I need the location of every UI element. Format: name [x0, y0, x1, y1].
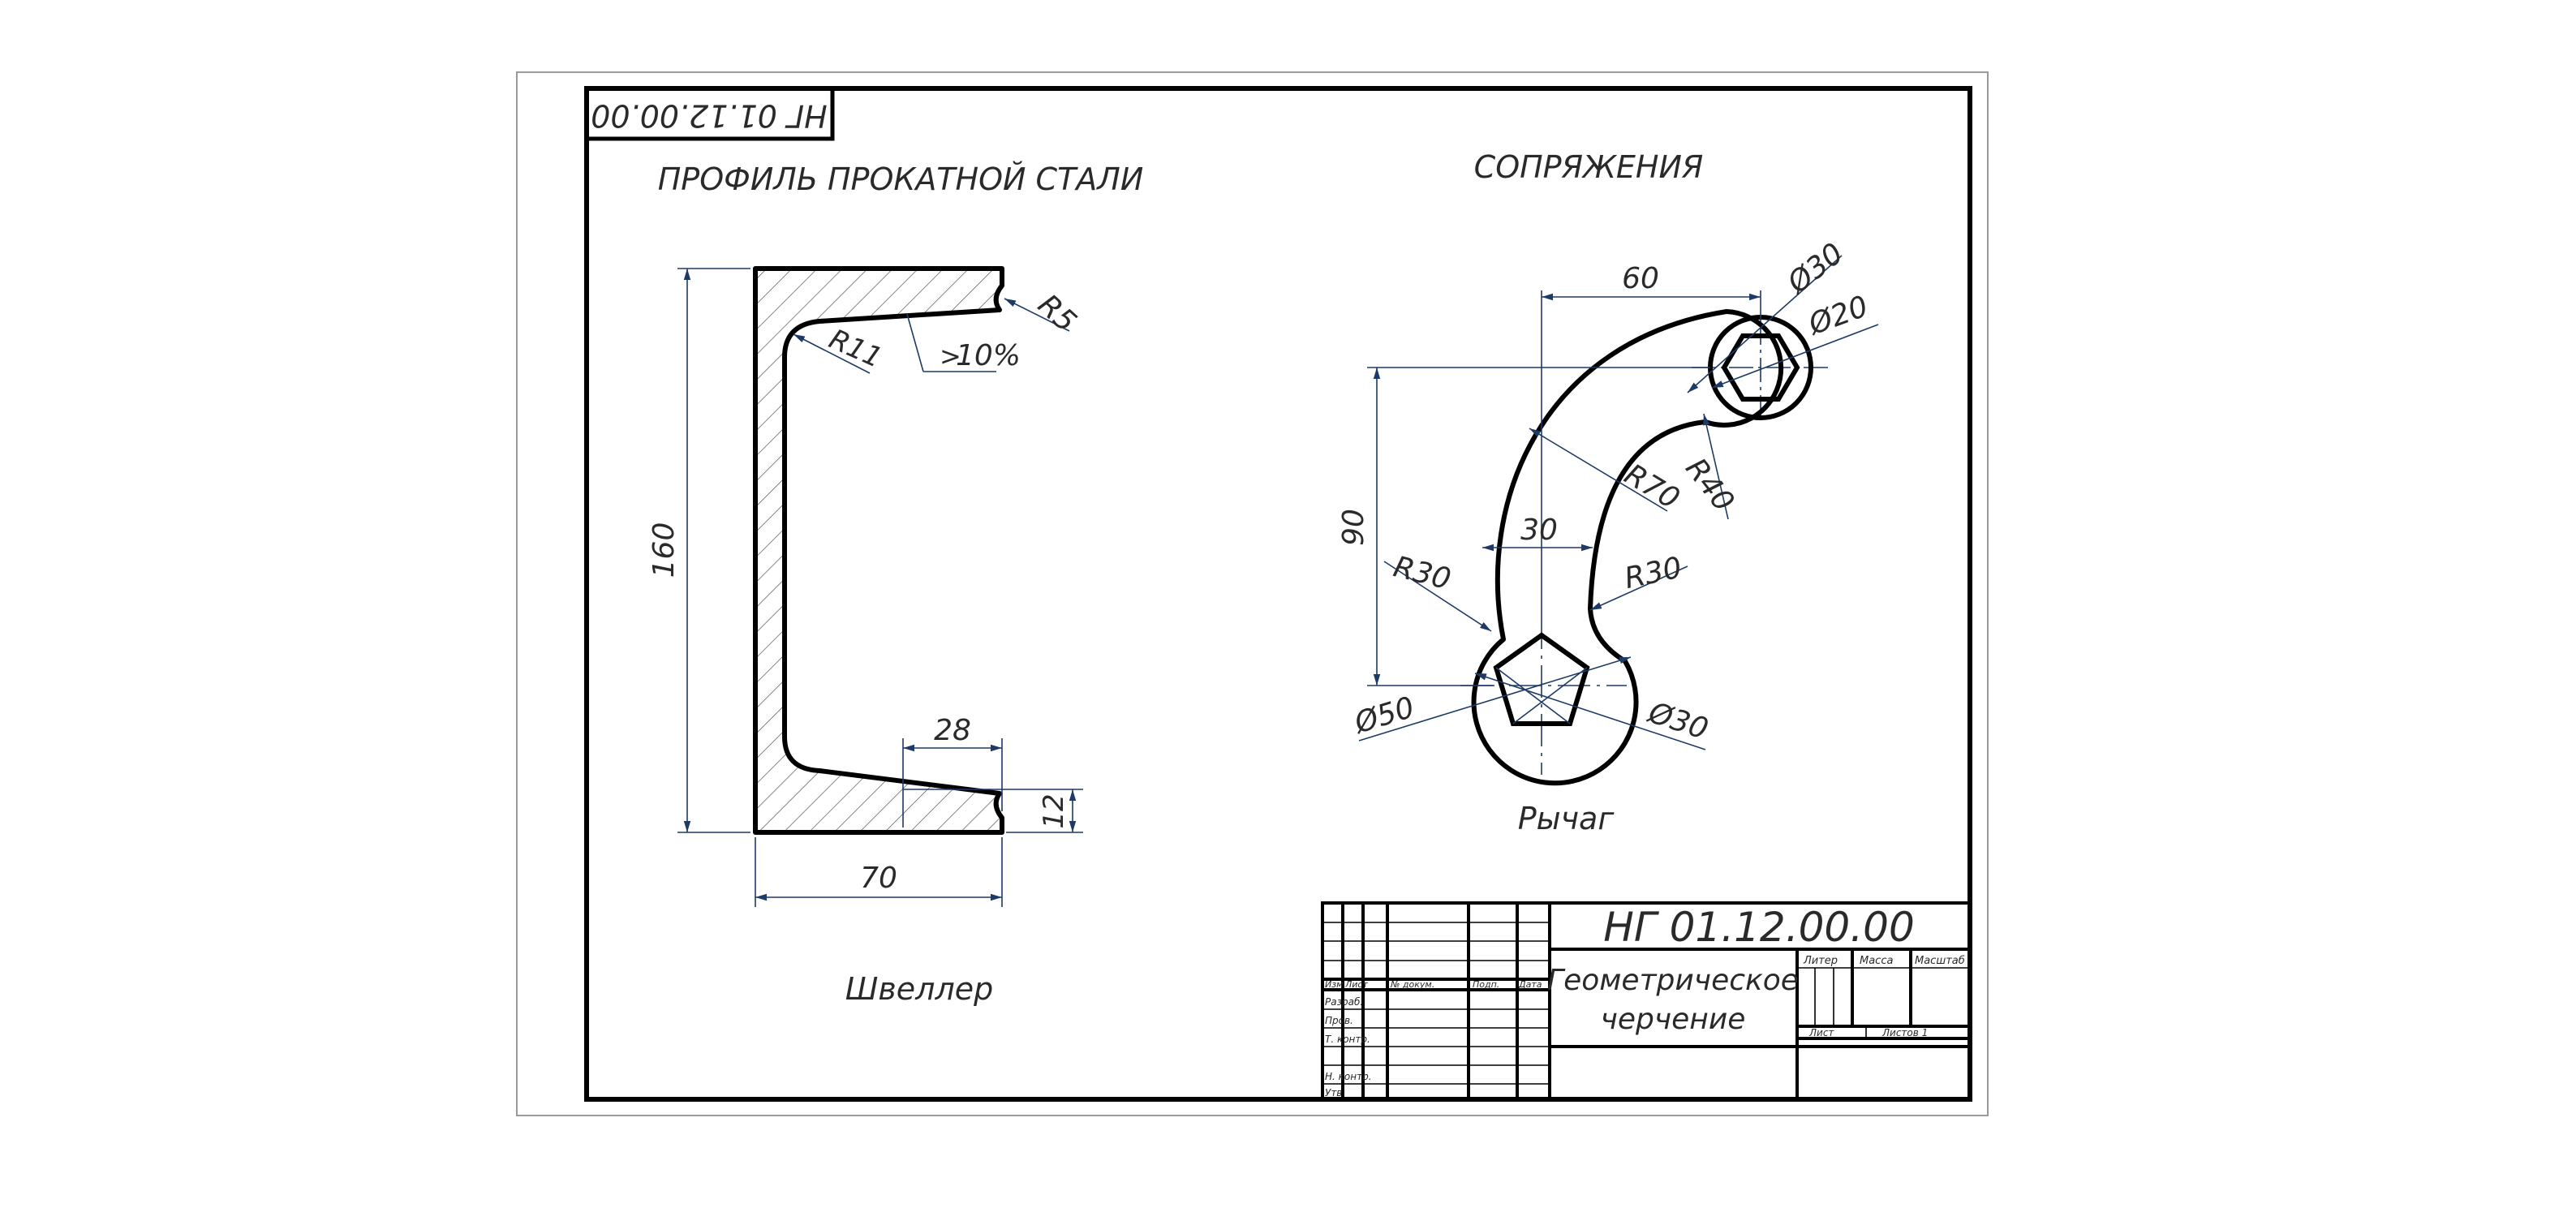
dim-height-160: 160	[647, 522, 681, 578]
outer-sheet-border	[516, 71, 1989, 1116]
right-section-title: СОПРЯЖЕНИЯ	[1474, 149, 1704, 185]
tb-sheet: Лист	[1808, 1027, 1834, 1038]
lever-caption: Рычаг	[1518, 801, 1615, 836]
tb-name-line2: черчение	[1601, 1003, 1746, 1036]
tb-mass: Масса	[1860, 955, 1893, 967]
tb-col-izm: Изм	[1325, 979, 1343, 990]
tb-scale: Масштаб	[1915, 955, 1965, 967]
tb-row-tkontr: Т. контр.	[1325, 1034, 1370, 1045]
tb-col-date: Дата	[1518, 979, 1542, 990]
rotated-code-box: НГ 01.12.00.00	[584, 86, 835, 141]
inner-frame	[584, 86, 1972, 1102]
channel-outline	[753, 266, 1004, 835]
tb-col-doc: № докум.	[1390, 979, 1434, 990]
tb-row-utv: Утв.	[1325, 1087, 1345, 1098]
dim-slope-sign: >	[940, 341, 961, 372]
dim-thickness-12: 12	[1038, 793, 1070, 828]
dim-90: 90	[1337, 509, 1370, 546]
hexagon-hole	[1721, 333, 1800, 402]
lever-outline	[1471, 309, 1784, 786]
dim-30-web: 30	[1520, 514, 1558, 547]
tb-col-sign: Подп.	[1473, 979, 1499, 990]
channel-caption: Швеллер	[845, 971, 994, 1007]
tb-doc-code: НГ 01.12.00.00	[1603, 904, 1915, 951]
tb-sheets: Листов 1	[1881, 1027, 1928, 1038]
left-section-title: ПРОФИЛЬ ПРОКАТНОЙ СТАЛИ	[658, 161, 1144, 197]
tb-row-prov: Пров.	[1325, 1015, 1353, 1026]
pentagon-hole	[1493, 632, 1590, 726]
title-block: Изм Лист № докум. Подп. Дата Разраб. Про…	[1321, 901, 1972, 1101]
tb-litera: Литер	[1803, 955, 1838, 967]
dim-slope: 10%	[956, 339, 1021, 372]
dim-60: 60	[1622, 262, 1659, 295]
tb-row-razrab: Разраб.	[1325, 996, 1363, 1008]
rotated-code-text: НГ 01.12.00.00	[591, 98, 827, 134]
dim-width-70: 70	[860, 862, 897, 895]
dim-flange-28: 28	[934, 714, 971, 747]
tb-row-nkontr: Н. контр.	[1325, 1071, 1372, 1082]
tb-name-line1: Геометрическое	[1547, 964, 1799, 997]
channel-profile: 160 70 28 12 R11 > 10% R5 Швеллер	[647, 266, 1083, 1007]
tb-col-list: Лист	[1344, 979, 1368, 990]
